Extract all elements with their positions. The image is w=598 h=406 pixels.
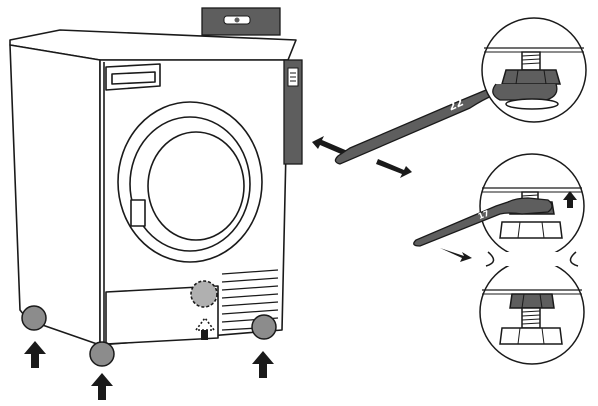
side-level-bracket [284,60,302,164]
filter-location-dashed [191,281,217,307]
arrow-up-icon [91,373,113,400]
arrow-up-icon [252,351,274,378]
dryer [10,30,296,345]
foot-front-left [90,342,114,366]
foot-front-right [252,315,276,339]
water-container-handle [112,72,155,84]
dryer-door-glass [148,132,244,240]
detail-circle-top [482,18,586,122]
up-arrows [24,341,274,400]
foot-left [22,306,46,330]
dashed-arrow-stem [201,330,208,340]
spirit-level-icon [202,8,280,35]
dryer-side-panel [10,45,100,345]
arrow-up-icon [24,341,46,368]
detail-circle-bottom [480,260,584,364]
door-hinge [131,200,145,226]
circle-junction [486,252,578,266]
arrow-right-icon [440,248,472,262]
